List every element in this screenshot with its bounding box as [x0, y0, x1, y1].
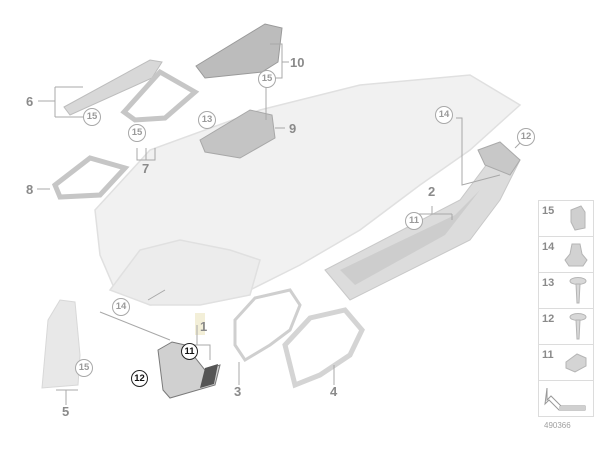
- part-label-10: 10: [290, 55, 305, 70]
- legend-number: 12: [542, 313, 555, 325]
- legend-item-14: 14: [538, 236, 594, 272]
- screw-icon: [569, 277, 587, 304]
- direction-arrow-icon: [544, 387, 586, 411]
- legend-number: 13: [542, 277, 555, 289]
- legend-item-15: 15: [538, 200, 594, 236]
- dashboard-body: [94, 74, 522, 306]
- callout-11: 11: [405, 212, 423, 230]
- part-label-3: 3: [234, 384, 242, 399]
- part-3: [233, 288, 302, 363]
- legend-number: 14: [542, 241, 555, 253]
- part-label-2: 2: [428, 184, 436, 199]
- callout-13: 13: [198, 111, 216, 129]
- part-8: [51, 155, 130, 200]
- callout-14: 14: [435, 106, 453, 124]
- part-12-vent: [477, 141, 521, 176]
- clip-nut-icon: [570, 205, 586, 231]
- part-label-8: 8: [26, 182, 34, 197]
- part-9: [199, 109, 276, 159]
- figure-id: 490366: [544, 421, 571, 430]
- part-label-1: 1: [200, 319, 208, 334]
- legend-item-11: 11: [538, 344, 594, 380]
- legend-item-12: 12: [538, 308, 594, 344]
- legend-number: 11: [542, 349, 554, 361]
- part-label-4: 4: [330, 384, 338, 399]
- callout-12-highlighted: 12: [131, 370, 148, 387]
- callout-15: 15: [258, 70, 276, 88]
- part-7: [120, 68, 200, 123]
- part-label-7: 7: [142, 161, 150, 176]
- callout-14: 14: [112, 298, 130, 316]
- clip-icon: [565, 353, 587, 373]
- fastener-legend: 15 14 13 12 11: [538, 200, 594, 417]
- legend-number: 15: [542, 205, 555, 217]
- legend-item-13: 13: [538, 272, 594, 308]
- part-label-6: 6: [26, 94, 34, 109]
- callout-15: 15: [128, 124, 146, 142]
- part-5: [41, 299, 81, 389]
- callout-12: 12: [517, 128, 535, 146]
- part-4: [282, 307, 365, 389]
- screw-icon: [569, 313, 587, 340]
- callout-15: 15: [83, 108, 101, 126]
- part-label-9: 9: [289, 121, 297, 136]
- part-6: [63, 59, 163, 116]
- callout-15: 15: [75, 359, 93, 377]
- callout-11-highlighted: 11: [181, 343, 198, 360]
- part-10: [195, 23, 283, 79]
- legend-item-arrow: [538, 380, 594, 417]
- expanding-nut-icon: [564, 243, 588, 267]
- part-label-5: 5: [62, 404, 70, 419]
